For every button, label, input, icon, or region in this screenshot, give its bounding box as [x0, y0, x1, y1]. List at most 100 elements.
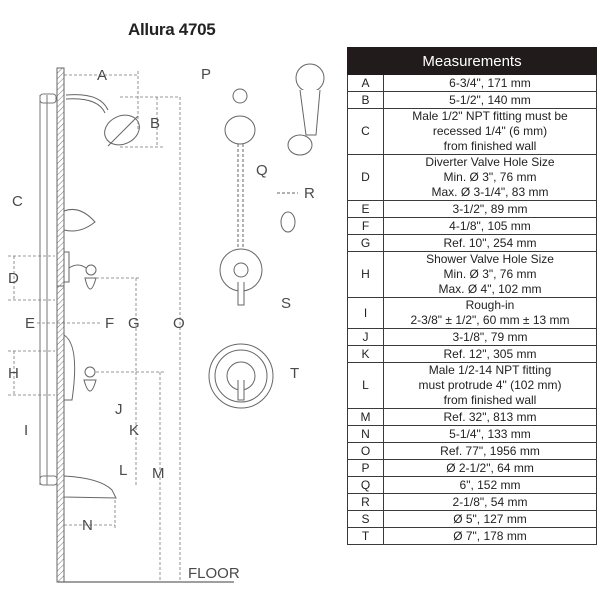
measurement-value: 2-1/8", 54 mm: [383, 493, 597, 511]
measurement-value: Ref. 32", 813 mm: [383, 408, 597, 426]
table-row: R 2-1/8", 54 mm: [347, 493, 597, 511]
measurement-line: Ref. 77", 1956 mm: [440, 443, 540, 458]
dim-label-t: T: [290, 365, 299, 382]
measurement-value: Ref. 10", 254 mm: [383, 234, 597, 252]
measurement-line: Ø 2-1/2", 64 mm: [446, 460, 534, 475]
diverter-side: [63, 208, 96, 232]
measurement-key: K: [347, 345, 384, 363]
measurement-key: H: [347, 251, 384, 298]
measurement-key: L: [347, 362, 384, 409]
table-row: S Ø 5", 127 mm: [347, 510, 597, 528]
dim-label-s: S: [281, 295, 291, 312]
measurement-line: Ref. 12", 305 mm: [443, 346, 537, 361]
dim-label-g: G: [128, 315, 140, 332]
measurement-key: A: [347, 74, 384, 92]
valve-side: [63, 251, 97, 401]
measurement-line: 6", 152 mm: [459, 477, 521, 492]
measurement-key: O: [347, 442, 384, 460]
rough-in-diagram: A B C D E F G H I J K L M N O P Q R S T …: [8, 63, 325, 583]
measurement-line: Max. Ø 3-1/4", 83 mm: [431, 185, 549, 199]
front-view: [208, 63, 325, 409]
measurement-key: F: [347, 217, 384, 235]
table-row: O Ref. 77", 1956 mm: [347, 442, 597, 460]
measurement-line: 6-3/4", 171 mm: [449, 75, 531, 90]
table-row: N 5-1/4", 133 mm: [347, 425, 597, 443]
measurement-line: Ref. 10", 254 mm: [443, 235, 537, 250]
measurement-line: Male 1/2" NPT fitting must be: [412, 109, 568, 123]
table-row: M Ref. 32", 813 mm: [347, 408, 597, 426]
measurement-key: N: [347, 425, 384, 443]
measurement-line: recessed 1/4" (6 mm): [432, 124, 548, 138]
floor-label: FLOOR: [188, 565, 240, 582]
measurement-line: from finished wall: [443, 139, 537, 153]
dim-label-h: H: [8, 365, 19, 382]
measurement-line: 4-1/8", 105 mm: [449, 218, 531, 233]
measurement-value: Ø 2-1/2", 64 mm: [383, 459, 597, 477]
measurement-value: Ø 7", 178 mm: [383, 527, 597, 545]
measurement-key: S: [347, 510, 384, 528]
measurement-line: Min. Ø 3", 76 mm: [443, 267, 537, 281]
dim-label-i: I: [24, 422, 28, 439]
dim-label-l: L: [119, 462, 127, 479]
measurement-key: J: [347, 328, 384, 346]
dim-label-e: E: [25, 315, 35, 332]
measurement-value: 5-1/4", 133 mm: [383, 425, 597, 443]
dim-label-b: B: [150, 115, 160, 132]
dim-label-a: A: [97, 67, 107, 84]
table-row: A 6-3/4", 171 mm: [347, 74, 597, 92]
dim-label-p: P: [201, 66, 211, 83]
measurement-line: Max. Ø 4", 102 mm: [438, 282, 542, 296]
table-header: Measurements: [347, 47, 597, 75]
measurement-value: 6-3/4", 171 mm: [383, 74, 597, 92]
measurement-key: B: [347, 91, 384, 109]
measurement-line: Diverter Valve Hole Size: [425, 155, 555, 169]
measurement-value: 5-1/2", 140 mm: [383, 91, 597, 109]
measurement-line: 3-1/2", 89 mm: [452, 201, 528, 216]
table-row: K Ref. 12", 305 mm: [347, 345, 597, 363]
measurement-line: 5-1/4", 133 mm: [449, 426, 531, 441]
dim-label-n: N: [82, 517, 93, 534]
dim-label-k: K: [129, 422, 139, 439]
measurement-line: Rough-in: [465, 298, 515, 312]
measurement-key: M: [347, 408, 384, 426]
dimension-lines: [8, 71, 181, 582]
measurement-line: must protrude 4" (102 mm): [418, 378, 562, 392]
measurement-value: 3-1/2", 89 mm: [383, 200, 597, 218]
dim-label-f: F: [105, 315, 114, 332]
dim-label-d: D: [8, 270, 19, 287]
measurement-key: D: [347, 154, 384, 201]
measurement-key: R: [347, 493, 384, 511]
shower-head-side: [65, 94, 140, 147]
product-title: Allura 4705: [128, 20, 216, 39]
supply-pipe: [39, 93, 58, 486]
measurement-line: Male 1/2-14 NPT fitting: [428, 363, 552, 377]
measurement-value: 3-1/8", 79 mm: [383, 328, 597, 346]
dim-label-o: O: [173, 315, 185, 332]
measurement-line: 2-1/8", 54 mm: [452, 494, 528, 509]
measurement-line: Ø 7", 178 mm: [453, 528, 527, 543]
measurement-line: Ref. 32", 813 mm: [443, 409, 537, 424]
measurement-value: Ø 5", 127 mm: [383, 510, 597, 528]
dim-label-q: Q: [256, 162, 268, 179]
measurement-value: 4-1/8", 105 mm: [383, 217, 597, 235]
tub-spout: [63, 475, 117, 499]
measurement-key: C: [347, 108, 384, 155]
measurement-key: I: [347, 297, 384, 329]
measurement-line: Ø 5", 127 mm: [453, 511, 527, 526]
measurement-line: 2-3/8" ± 1/2", 60 mm ± 13 mm: [410, 313, 570, 327]
measurement-key: T: [347, 527, 384, 545]
